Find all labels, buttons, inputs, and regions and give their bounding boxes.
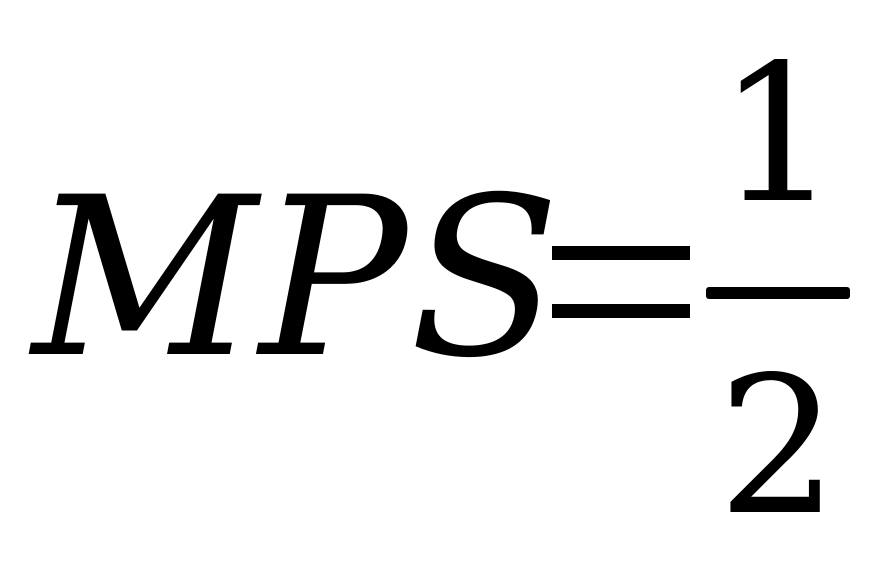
variable-mps: MPS bbox=[32, 150, 563, 406]
equals-bar-bottom bbox=[552, 304, 690, 318]
fraction-numerator: 1 bbox=[717, 24, 839, 245]
fraction-denominator: 2 bbox=[717, 336, 839, 557]
fraction-bar bbox=[706, 287, 850, 299]
equals-bar-top bbox=[552, 246, 690, 260]
equals-sign bbox=[552, 246, 690, 318]
